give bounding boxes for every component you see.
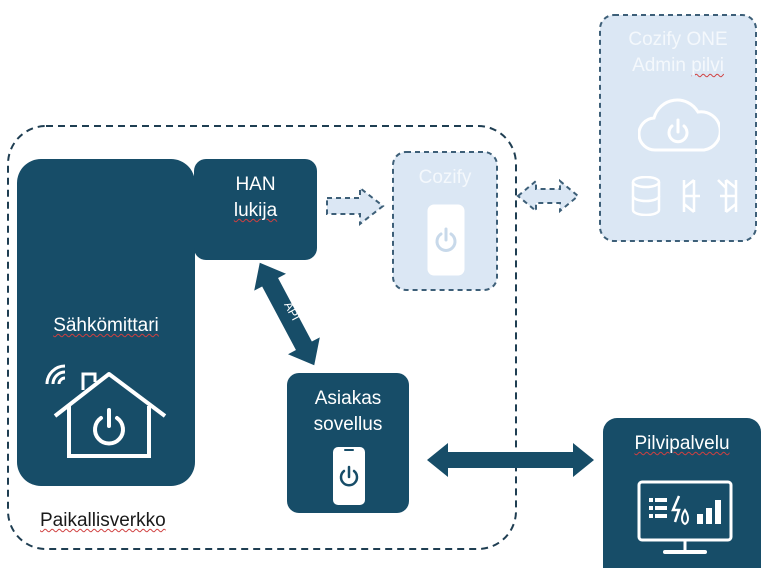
monitor-dashboard-icon [637,480,733,554]
cozify-cloud-double-arrow [516,178,580,214]
han-reader-node: HAN lukija [194,159,317,260]
client-app-label-line2: sovellus [313,414,383,435]
cloud-service-node: Pilvipalvelu [603,418,761,568]
api-arrow [254,262,320,366]
cloud-power-icon [638,98,720,152]
cozify-device-label: Cozify [418,167,472,188]
han-to-cozify-arrow [326,185,385,227]
client-app-label-line1: Asiakas [314,388,382,409]
client-cloudservice-arrow [427,443,594,477]
cozify-phone-icon [427,204,465,276]
han-label-line1: HAN [235,174,276,195]
phone-icon [333,447,365,505]
local-network-label: Paikallisverkko [40,510,166,531]
han-label-line2: lukija [233,200,278,221]
cozify-cloud-label-line1: Cozify ONE [628,29,728,50]
meter-label: Sähkömittari [53,315,159,336]
local-network-boundary [7,125,517,550]
database-icon [631,176,661,216]
meter-node: Sähkömittari [17,159,195,486]
cloud-service-label: Pilvipalvelu [634,433,730,454]
network-icon [682,179,738,213]
cozify-cloud-label-line2: Admin pilvi [632,55,724,76]
client-app-node: Asiakas sovellus [287,373,409,513]
smart-home-icon [45,364,167,458]
